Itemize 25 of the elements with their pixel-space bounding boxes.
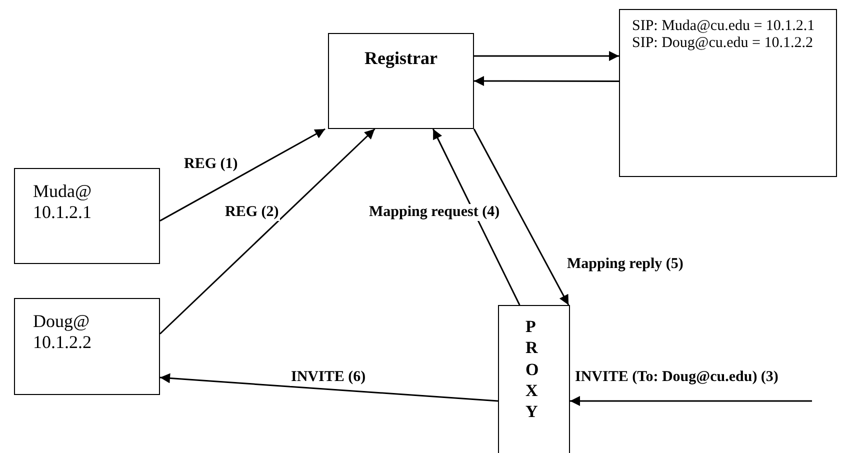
mapping-entry: SIP: Muda@cu.edu = 10.1.2.1 xyxy=(632,18,816,36)
proxy-box xyxy=(498,305,570,453)
edge-label: Mapping reply (5) xyxy=(566,256,684,272)
edge-label: INVITE (6) xyxy=(290,369,367,386)
edge-label: INVITE (To: Doug@cu.edu) (3) xyxy=(574,369,780,386)
arrow xyxy=(432,128,520,306)
client-box xyxy=(14,168,160,264)
edge-label: REG (2) xyxy=(224,204,280,220)
arrow xyxy=(473,128,570,306)
client-address: Muda@ 10.1.2.1 xyxy=(33,181,93,222)
mapping-table-box xyxy=(619,9,837,177)
registrar-title: Registrar xyxy=(364,48,438,69)
client-address: Doug@ 10.1.2.2 xyxy=(33,311,92,352)
arrow xyxy=(474,76,619,86)
client-box xyxy=(14,298,160,395)
arrow xyxy=(570,396,812,406)
arrow xyxy=(474,51,619,62)
registrar-box xyxy=(328,33,474,129)
arrow xyxy=(160,373,498,402)
proxy-title: PROXY xyxy=(526,316,540,422)
arrow xyxy=(160,128,326,222)
arrow xyxy=(159,128,376,334)
mapping-entry: SIP: Doug@cu.edu = 10.1.2.2 xyxy=(632,35,814,52)
edge-label: REG (1) xyxy=(183,156,239,172)
edge-label: Mapping request (4) xyxy=(368,204,501,220)
